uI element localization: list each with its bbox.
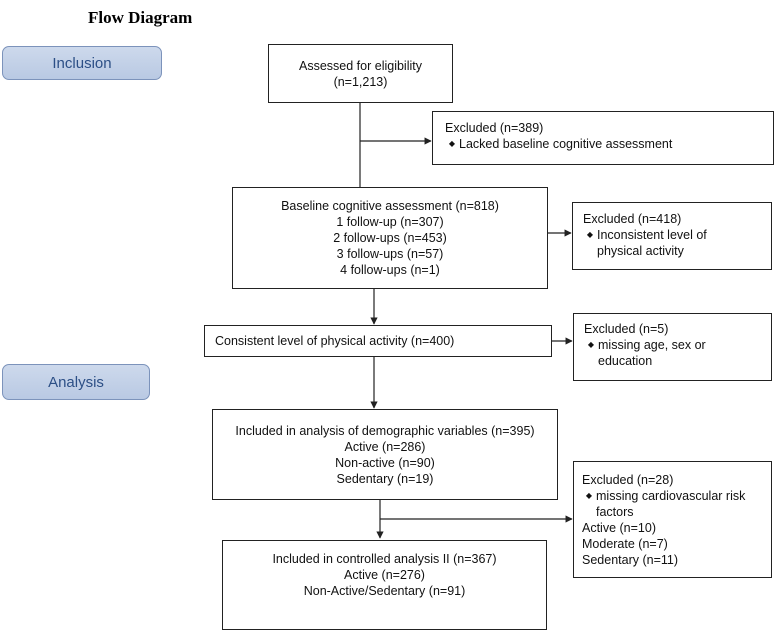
- excluded-2-item-line-1: Inconsistent level of: [597, 228, 707, 242]
- box-assessed: Assessed for eligibility (n=1,213): [268, 44, 453, 103]
- excluded-1-item: Lacked baseline cognitive assessment: [459, 137, 673, 151]
- bullet-icon: ◆: [448, 139, 456, 148]
- excluded-4-heading: Excluded (n=28): [582, 473, 674, 487]
- demographic-line-2: Active (n=286): [344, 439, 426, 454]
- consistent-label: Consistent level of physical activity (n…: [215, 334, 455, 348]
- baseline-line-1: Baseline cognitive assessment (n=818): [281, 199, 499, 213]
- excluded-4-extra-3: Sedentary (n=11): [582, 553, 679, 567]
- box-demographic: Included in analysis of demographic vari…: [212, 409, 558, 500]
- excluded-2-heading: Excluded (n=418): [583, 212, 682, 226]
- demographic-line-4: Sedentary (n=19): [336, 471, 434, 486]
- box-baseline: Baseline cognitive assessment (n=818) 1 …: [232, 187, 548, 289]
- controlled-line-2: Active (n=276): [344, 568, 425, 582]
- excluded-3-item-line-1: missing age, sex or: [598, 338, 706, 352]
- phase-inclusion: Inclusion: [2, 46, 162, 80]
- excluded-3-item-line-2: education: [598, 354, 653, 368]
- box-excluded-3: Excluded (n=5) ◆ missing age, sex or edu…: [573, 313, 772, 381]
- phase-analysis: Analysis: [2, 364, 150, 400]
- controlled-line-1: Included in controlled analysis II (n=36…: [272, 552, 497, 566]
- excluded-3-heading: Excluded (n=5): [584, 322, 669, 336]
- assessed-line-2: (n=1,213): [333, 74, 388, 89]
- baseline-line-2: 1 follow-up (n=307): [336, 215, 444, 229]
- baseline-line-3: 2 follow-ups (n=453): [333, 231, 447, 245]
- excluded-4-item-line-2: factors: [596, 505, 634, 519]
- assessed-line-1: Assessed for eligibility: [299, 58, 422, 73]
- excluded-4-extra-2: Moderate (n=7): [582, 537, 668, 551]
- bullet-icon: ◆: [586, 230, 594, 239]
- excluded-2-item-line-2: physical activity: [597, 244, 684, 258]
- baseline-line-4: 3 follow-ups (n=57): [336, 247, 444, 261]
- bullet-icon: ◆: [587, 340, 595, 349]
- demographic-line-3: Non-active (n=90): [335, 455, 435, 470]
- box-controlled: Included in controlled analysis II (n=36…: [222, 540, 547, 630]
- excluded-4-extra-1: Active (n=10): [582, 521, 656, 535]
- box-consistent: Consistent level of physical activity (n…: [204, 325, 552, 357]
- excluded-4-item-line-1: missing cardiovascular risk: [596, 489, 746, 503]
- box-excluded-4: Excluded (n=28) ◆ missing cardiovascular…: [573, 461, 772, 578]
- box-excluded-1: Excluded (n=389) ◆ Lacked baseline cogni…: [432, 111, 774, 165]
- bullet-icon: ◆: [585, 491, 593, 500]
- controlled-line-3: Non-Active/Sedentary (n=91): [303, 584, 466, 598]
- box-excluded-2: Excluded (n=418) ◆ Inconsistent level of…: [572, 202, 772, 270]
- demographic-line-1: Included in analysis of demographic vari…: [235, 423, 535, 438]
- excluded-1-heading: Excluded (n=389): [445, 121, 544, 135]
- page-title: Flow Diagram: [88, 8, 193, 27]
- baseline-line-5: 4 follow-ups (n=1): [340, 263, 440, 277]
